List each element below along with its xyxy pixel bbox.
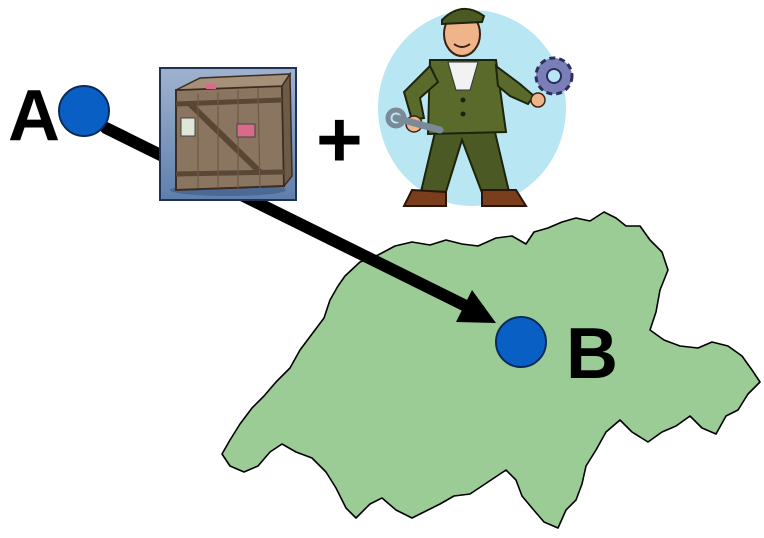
- mechanic-image: [378, 8, 574, 207]
- point-b-label: B: [566, 314, 618, 394]
- point-a-marker: [58, 85, 110, 137]
- plus-operator: +: [316, 95, 363, 184]
- point-b-marker: [495, 316, 547, 368]
- crate-image: [159, 67, 297, 201]
- point-a-label: A: [8, 76, 60, 156]
- switzerland-map: [221, 211, 761, 529]
- transport-arrow-head: [456, 290, 496, 323]
